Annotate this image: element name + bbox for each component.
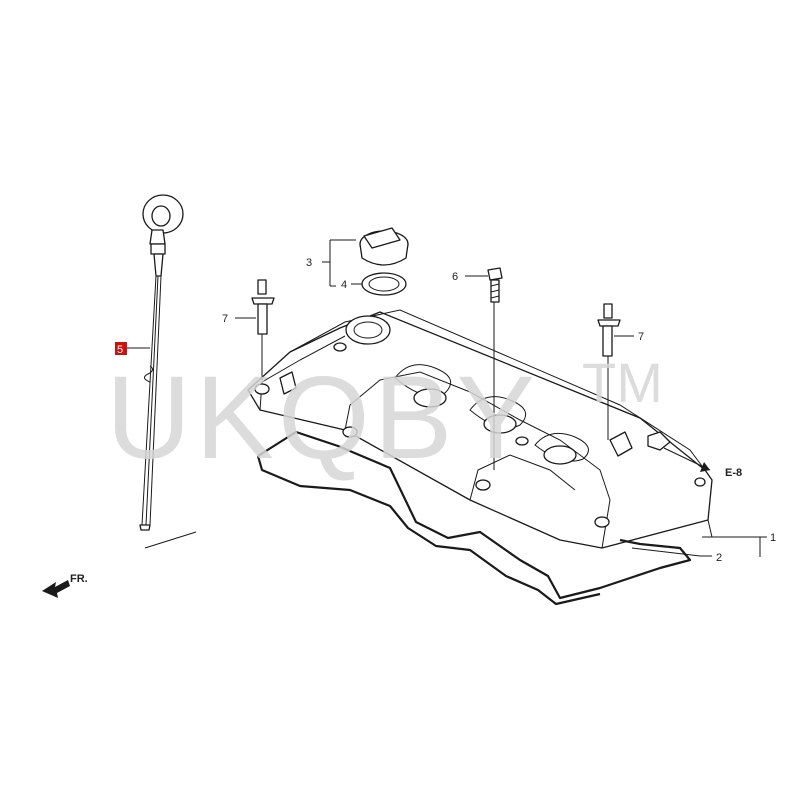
stud-bolt-right[interactable] — [597, 303, 621, 440]
callout-5: 5 — [117, 344, 123, 356]
e8-reference-label: E-8 — [725, 467, 742, 479]
callout-5-highlight[interactable]: 5 — [115, 342, 127, 356]
filler-cap-gasket[interactable] — [361, 272, 407, 296]
watermark-tm: TM — [582, 351, 663, 414]
callout-7-left: 7 — [222, 313, 228, 325]
watermark-text: UKQBY — [106, 352, 539, 484]
leader-lines — [127, 239, 767, 557]
callout-7-right: 7 — [638, 331, 644, 343]
callout-2: 2 — [716, 552, 722, 564]
bolt-6[interactable] — [487, 267, 503, 470]
callout-6: 6 — [452, 271, 458, 283]
cylinder-head-cover[interactable] — [247, 309, 713, 549]
callout-3: 3 — [306, 257, 312, 269]
oil-dipstick[interactable] — [139, 194, 197, 549]
watermark: UKQBY TM — [106, 351, 663, 484]
front-direction-arrow — [42, 580, 70, 598]
oil-filler-cap[interactable] — [359, 227, 409, 266]
front-direction-label: FR. — [70, 573, 88, 585]
e8-reference-arrow — [663, 447, 711, 472]
stud-bolt-left[interactable] — [251, 279, 275, 380]
callout-1: 1 — [770, 532, 776, 544]
callout-4: 4 — [341, 279, 347, 291]
